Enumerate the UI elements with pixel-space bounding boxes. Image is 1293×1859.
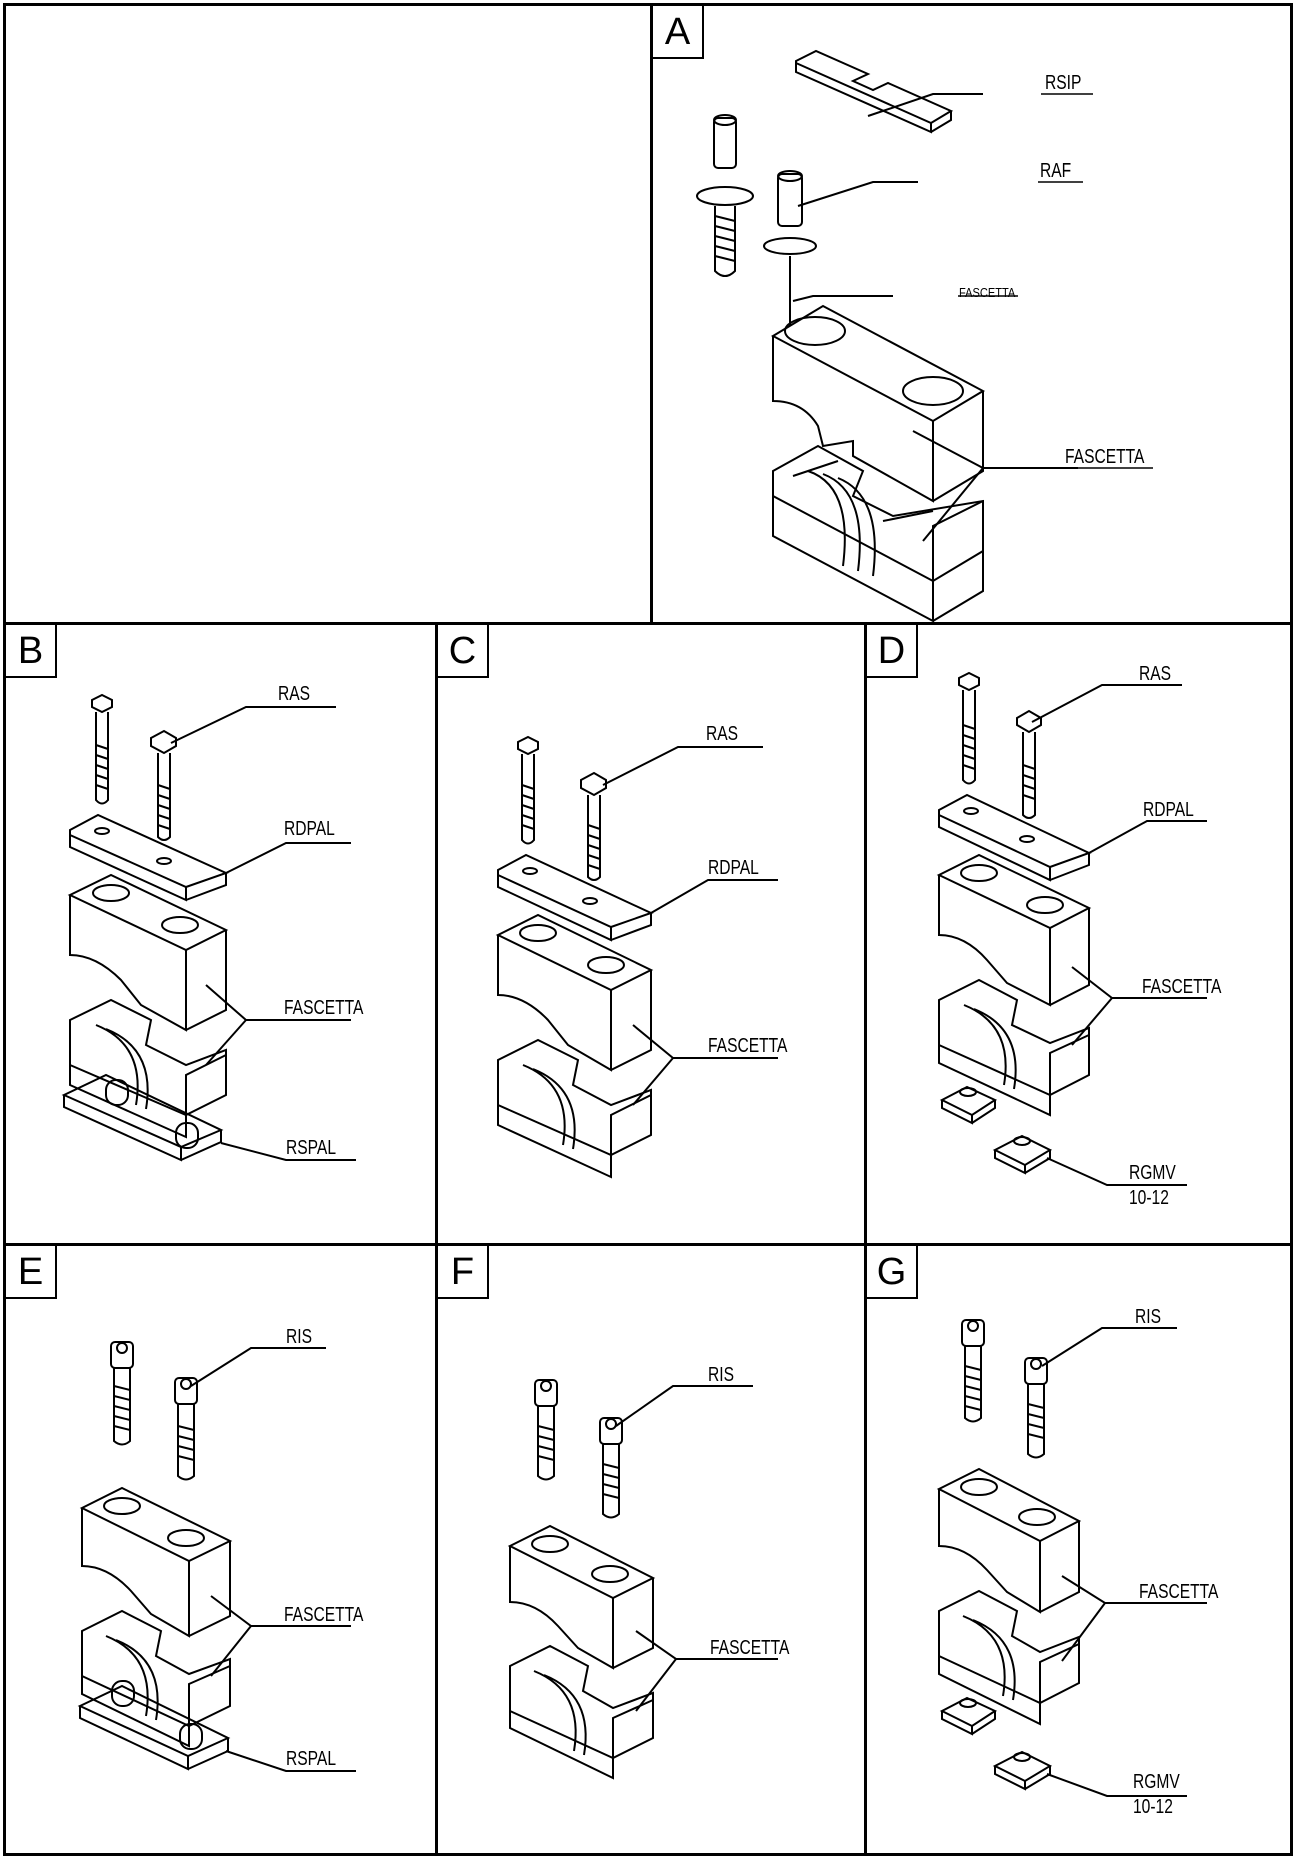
label-rgmv-size: 10-12 (1129, 1187, 1169, 1209)
label-ris: RIS (286, 1326, 313, 1348)
label-ras: RAS (706, 723, 739, 745)
label-ris: RIS (708, 1364, 735, 1386)
label-raf: RAF (1040, 160, 1072, 182)
panel-letter: A (653, 6, 704, 59)
label-rsip: RSIP (1045, 72, 1082, 94)
panel-a: A (650, 3, 1293, 625)
panel-c: C (435, 622, 867, 1246)
label-rspal: RSPAL (286, 1748, 337, 1770)
panel-letter: B (6, 625, 57, 678)
label-fascetta: FASCETTA (284, 997, 364, 1019)
label-rdpal: RDPAL (1143, 799, 1194, 821)
panel-b: B (3, 622, 438, 1246)
panel-letter: D (867, 625, 918, 678)
panel-letter: F (438, 1246, 489, 1299)
panel-letter: E (6, 1246, 57, 1299)
panel-e: E (3, 1243, 438, 1856)
panel-letter: C (438, 625, 489, 678)
label-fascetta: FASCETTA (708, 1035, 788, 1057)
label-fascetta: FASCETTA (710, 1637, 790, 1659)
assembly-drawing-g (867, 1246, 1293, 1859)
label-ris: RIS (1135, 1306, 1162, 1328)
assembly-drawing-c (438, 625, 870, 1249)
label-ras: RAS (278, 683, 311, 705)
label-fascetta: FASCETTA (1142, 976, 1222, 998)
label-rgmv: RGMV (1133, 1771, 1180, 1793)
panel-d: D (864, 622, 1293, 1246)
label-ras: RAS (1139, 663, 1172, 685)
label-rdpal: RDPAL (708, 857, 759, 879)
label-rgmv-size: 10-12 (1133, 1796, 1173, 1818)
empty-panel (3, 3, 653, 625)
label-fascetta: FASCETTA (284, 1604, 364, 1626)
assembly-drawing-e (6, 1246, 441, 1859)
assembly-drawing-f (438, 1246, 870, 1859)
label-fascetta: FASCETTA (1139, 1581, 1219, 1603)
label-fascetta: FASCETTA (1065, 446, 1145, 468)
panel-g: G (864, 1243, 1293, 1856)
assembly-drawing-d (867, 625, 1293, 1249)
panel-f: F RIS FASCETTA (435, 1243, 867, 1856)
assembly-drawing-b (6, 625, 441, 1249)
label-rgmv: RGMV (1129, 1162, 1176, 1184)
label-rdpal: RDPAL (284, 818, 335, 840)
panel-letter: G (867, 1246, 918, 1299)
assembly-drawing-a (653, 6, 1293, 628)
label-rspal: RSPAL (286, 1137, 337, 1159)
